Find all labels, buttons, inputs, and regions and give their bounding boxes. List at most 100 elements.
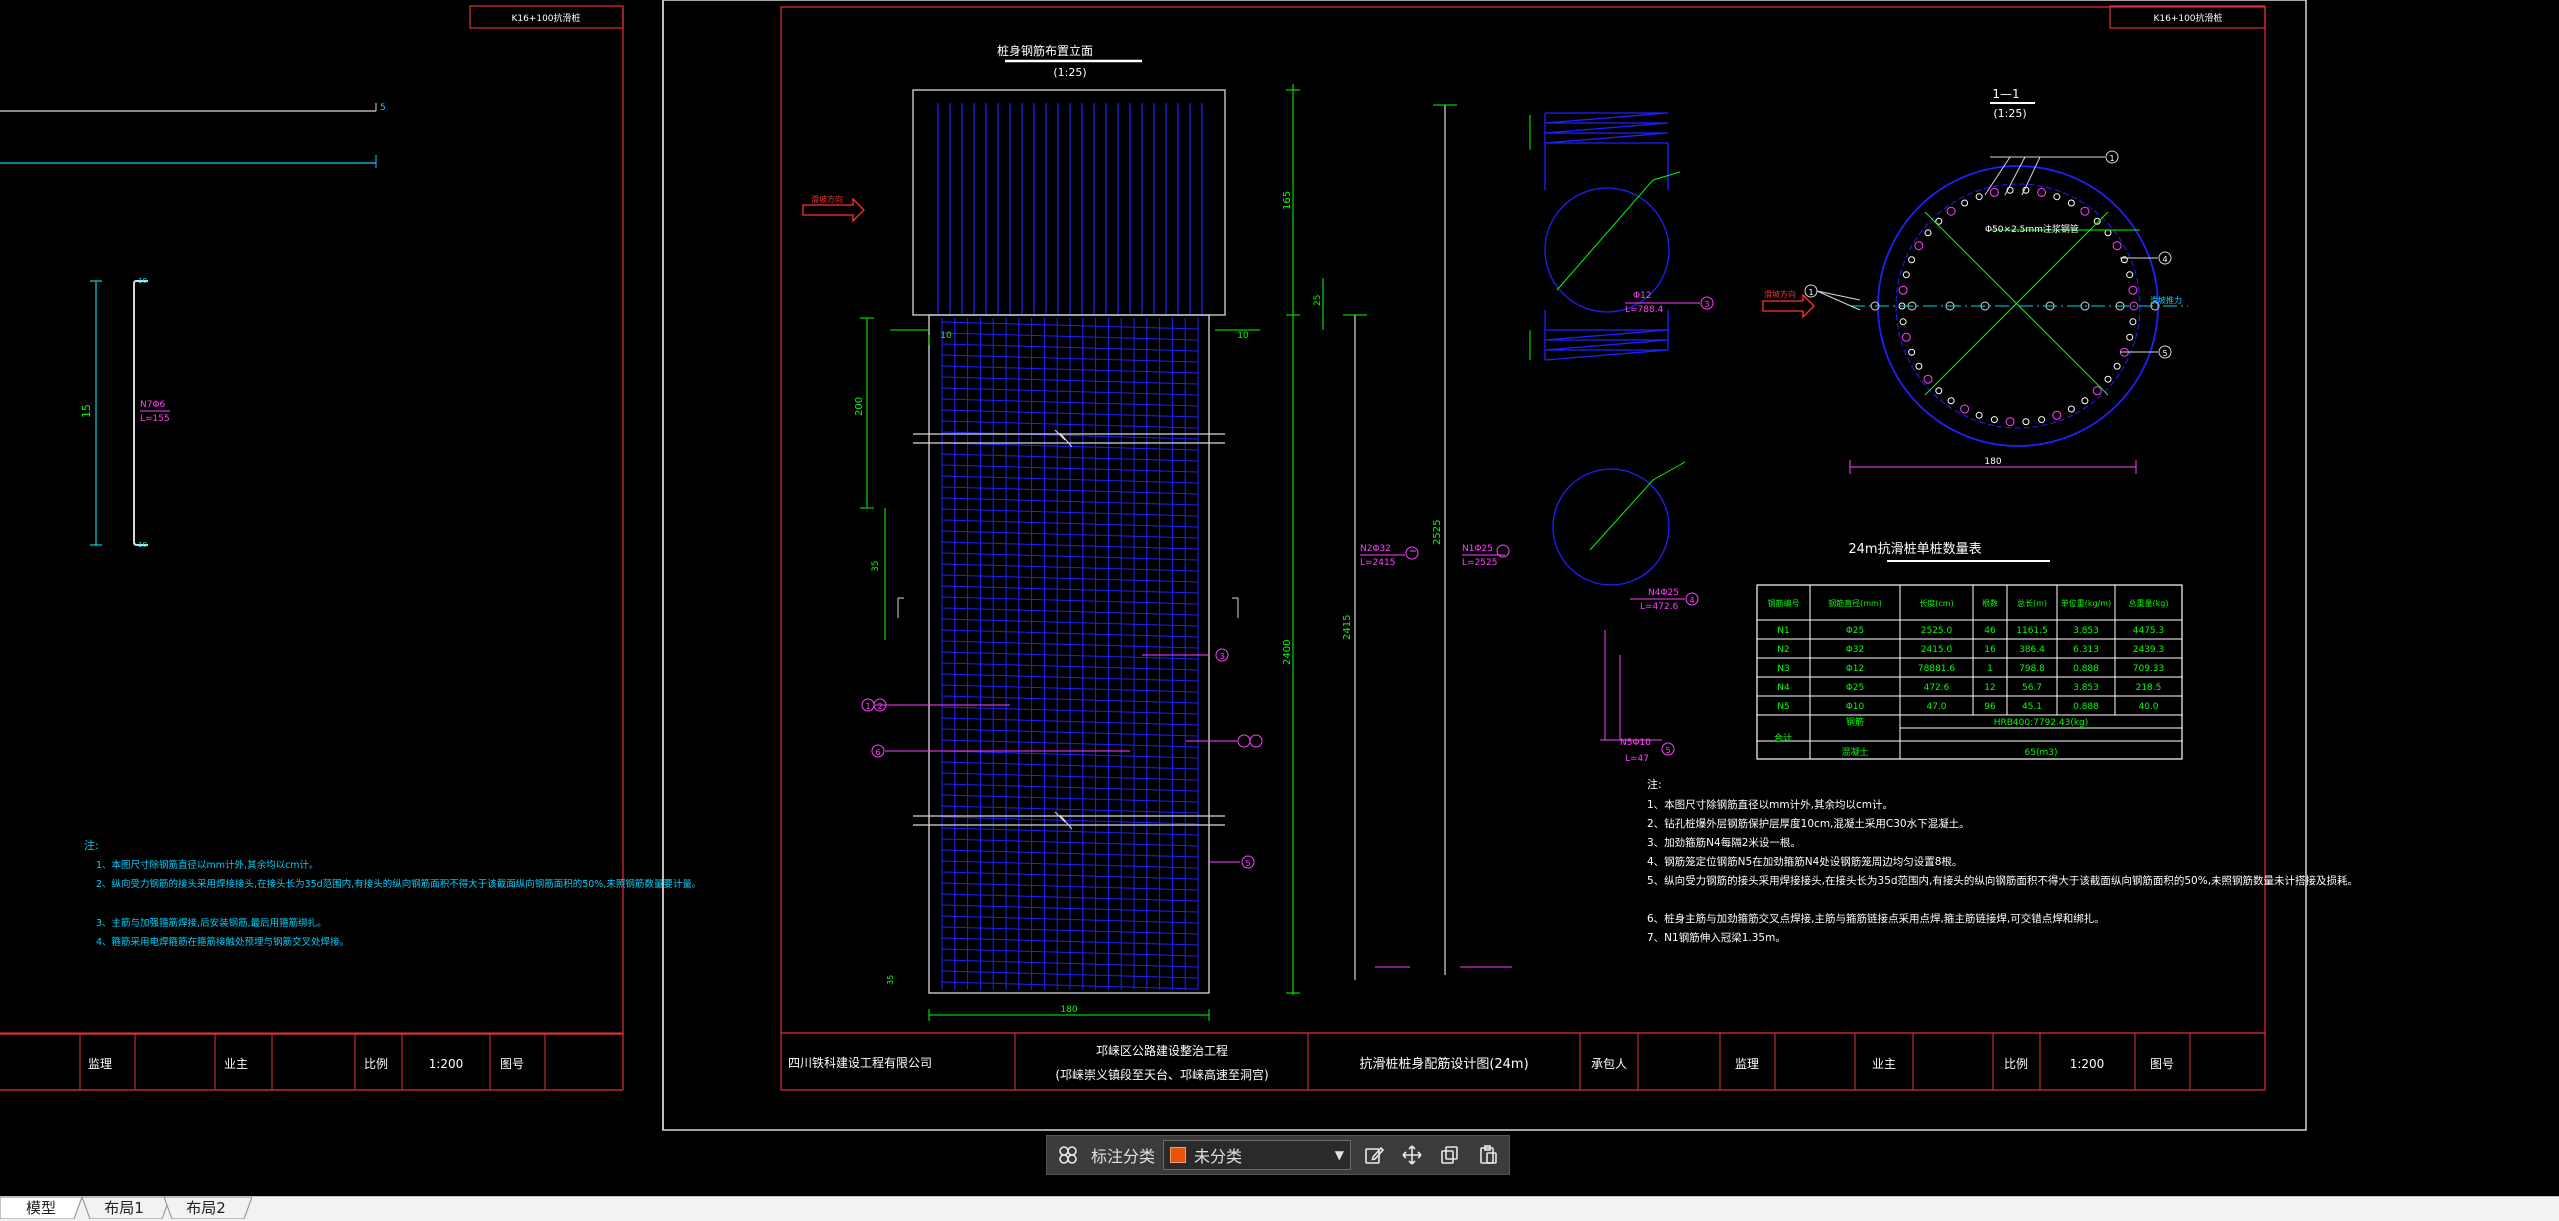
table-cell: 0.888 [2073, 664, 2099, 674]
slide-direction-label: 滑坡方向 [811, 194, 843, 204]
svg-text:180: 180 [1060, 1005, 1077, 1015]
tab-layout1[interactable]: 布局1 [78, 1197, 170, 1219]
table-header-cell: 单位重(kg/m) [2061, 598, 2111, 608]
tab-model[interactable]: 模型 [0, 1197, 82, 1219]
table-cell: N2 [1777, 645, 1789, 655]
svg-text:1: 1 [2109, 154, 2114, 163]
elevation-title: 桩身钢筋布置立面 [997, 43, 1093, 58]
table-header-cell: 长度(cm) [1919, 598, 1953, 608]
table-cell: 1161.5 [2016, 626, 2048, 636]
svg-text:图号: 图号 [500, 1057, 524, 1071]
svg-text:6、桩身主筋与加劲箍筋交叉点焊接,主筋与箍筋链接点采用点焊,: 6、桩身主筋与加劲箍筋交叉点焊接,主筋与箍筋链接点采用点焊,箍主筋链接焊,可交错… [1647, 912, 2105, 925]
left-sheet-notes: 注: 1、本图尺寸除钢筋直径以mm计外,其余均以cm计。 2、纵向受力钢筋的接头… [84, 838, 701, 948]
table-cell: N4 [1777, 683, 1790, 693]
svg-text:L=47: L=47 [1625, 754, 1649, 764]
main-sheet-header-label: K16+100抗滑桩 [2153, 12, 2222, 24]
svg-text:(邛崃崇义镇段至天台、邛崃高速至洞宫): (邛崃崇义镇段至天台、邛崃高速至洞宫) [1055, 1067, 1268, 1082]
svg-text:滑坡方向: 滑坡方向 [1764, 289, 1796, 299]
svg-text:N2Φ32: N2Φ32 [1360, 544, 1391, 554]
svg-text:L=472.6: L=472.6 [1640, 602, 1679, 612]
svg-text:2400: 2400 [1282, 640, 1293, 665]
category-color-swatch [1170, 1147, 1187, 1163]
svg-text:10: 10 [138, 277, 147, 285]
spiral-detail [1544, 112, 1670, 361]
copy-icon[interactable] [1435, 1140, 1465, 1170]
main-sheet-footer: 四川铁科建设工程有限公司 邛崃区公路建设整治工程 (邛崃崇义镇段至天台、邛崃高速… [788, 1033, 2191, 1090]
svg-text:业主: 业主 [1872, 1057, 1896, 1071]
table-cell: 78881.6 [1918, 664, 1955, 674]
table-cell: 2415.0 [1921, 645, 1953, 655]
table-cell: 45.1 [2022, 702, 2042, 712]
edit-icon[interactable] [1359, 1140, 1389, 1170]
svg-text:1: 1 [1808, 288, 1813, 297]
svg-text:2、钻孔桩爆外层钢筋保护层厚度10cm,混凝土采用C30水下: 2、钻孔桩爆外层钢筋保护层厚度10cm,混凝土采用C30水下混凝土。 [1647, 817, 1970, 830]
svg-text:10: 10 [1237, 331, 1249, 341]
annotation-toolbar: 标注分类 未分类 ▼ [1046, 1135, 1510, 1175]
pile-body [928, 314, 1210, 994]
table-cell: 0.888 [2073, 702, 2099, 712]
table-cell: 2525.0 [1921, 626, 1953, 636]
cad-drawing-canvas[interactable]: K16+100抗滑桩 5 15 10 10 N7Φ6 L=155 注: 1、本图… [0, 0, 2559, 1196]
elevation-scale: (1:25) [1053, 66, 1086, 79]
svg-text:L=2415: L=2415 [1360, 558, 1395, 568]
table-title: 24m抗滑桩单桩数量表 [1848, 542, 1981, 557]
layout-tab-bar: 模型 布局1 布局2 [0, 1196, 2559, 1221]
svg-text:3、加劲箍筋N4每隔2米设一根。: 3、加劲箍筋N4每隔2米设一根。 [1647, 836, 1801, 849]
annotation-category-select[interactable]: 未分类 ▼ [1163, 1140, 1352, 1170]
tab-layout2[interactable]: 布局2 [160, 1197, 252, 1219]
svg-text:165: 165 [1282, 191, 1293, 210]
svg-text:抗滑桩桩身配筋设计图(24m): 抗滑桩桩身配筋设计图(24m) [1359, 1056, 1528, 1072]
svg-text:2415: 2415 [1342, 615, 1353, 640]
svg-text:4: 4 [2162, 255, 2167, 264]
hoop-detail [1552, 468, 1670, 586]
table-cell: N5 [1777, 702, 1789, 712]
table-cell: 1 [1987, 664, 1993, 674]
table-cell: 218.5 [2136, 683, 2162, 693]
move-icon[interactable] [1397, 1140, 1427, 1170]
svg-text:5: 5 [1665, 746, 1670, 755]
svg-text:2: 2 [877, 702, 882, 711]
svg-text:3: 3 [1219, 652, 1224, 661]
svg-text:1、本图尺寸除钢筋直径以mm计外,其余均以cm计。: 1、本图尺寸除钢筋直径以mm计外,其余均以cm计。 [96, 859, 319, 871]
left-sheet: K16+100抗滑桩 5 15 10 10 N7Φ6 L=155 注: 1、本图… [0, 0, 701, 1130]
main-sheet-notes: 注: 1、本图尺寸除钢筋直径以mm计外,其余均以cm计。 2、钻孔桩爆外层钢筋保… [1647, 777, 2358, 944]
svg-text:5: 5 [2162, 349, 2167, 358]
svg-text:10: 10 [940, 331, 952, 341]
table-cell: N3 [1777, 664, 1789, 674]
table-cell: 472.6 [1924, 683, 1950, 693]
svg-text:7、N1钢筋伸入冠梁1.35m。: 7、N1钢筋伸入冠梁1.35m。 [1647, 931, 1786, 944]
chevron-down-icon: ▼ [1334, 1148, 1345, 1162]
table-header-cell: 总长(m) [2017, 598, 2047, 608]
svg-text:L=788.4: L=788.4 [1625, 305, 1664, 315]
svg-text:比例: 比例 [364, 1057, 388, 1071]
table-cell: 386.4 [2019, 645, 2045, 655]
table-cell: Φ25 [1846, 683, 1865, 693]
table-cell: N1 [1777, 626, 1789, 636]
table-cell: 47.0 [1926, 702, 1946, 712]
svg-text:5、纵向受力钢筋的接头采用焊接接头,在接头长为35d范围内,: 5、纵向受力钢筋的接头采用焊接接头,在接头长为35d范围内,有接头的纵向钢筋面积… [1647, 874, 2358, 887]
svg-text:监理: 监理 [88, 1057, 112, 1071]
table-cell: 3.853 [2073, 683, 2099, 693]
svg-text:180: 180 [1984, 457, 2001, 467]
section-title: 1—1 [1992, 87, 2019, 101]
table-cell: 16 [1984, 645, 1996, 655]
svg-text:25: 25 [1313, 295, 1323, 306]
svg-text:注:: 注: [84, 838, 99, 852]
svg-text:35: 35 [871, 561, 881, 572]
table-total-value: 65(m3) [2025, 748, 2058, 758]
table-cell: 4475.3 [2133, 626, 2165, 636]
svg-text:1:200: 1:200 [2070, 1057, 2105, 1071]
table-cell: 12 [1984, 683, 1995, 693]
svg-text:3、主筋与加强箍筋焊接,后安装钢筋,最后用箍筋绑扎。: 3、主筋与加强箍筋焊接,后安装钢筋,最后用箍筋绑扎。 [96, 917, 327, 929]
svg-text:N4Φ25: N4Φ25 [1648, 588, 1679, 598]
table-cell: 709.33 [2133, 664, 2165, 674]
left-sheet-dim: 15 [80, 404, 93, 418]
drawing-svg: K16+100抗滑桩 5 15 10 10 N7Φ6 L=155 注: 1、本图… [0, 0, 2358, 1131]
table-total-label: 合计 [1774, 732, 1792, 744]
main-sheet: K16+100抗滑桩 桩身钢筋布置立面 (1:25) 滑坡方向 10 10 [662, 0, 2358, 1131]
svg-text:N5Φ10: N5Φ10 [1620, 738, 1651, 748]
paste-icon[interactable] [1473, 1140, 1503, 1170]
table-cell: 3.853 [2073, 626, 2099, 636]
svg-text:6: 6 [875, 748, 880, 757]
grid-view-icon[interactable] [1053, 1140, 1083, 1170]
